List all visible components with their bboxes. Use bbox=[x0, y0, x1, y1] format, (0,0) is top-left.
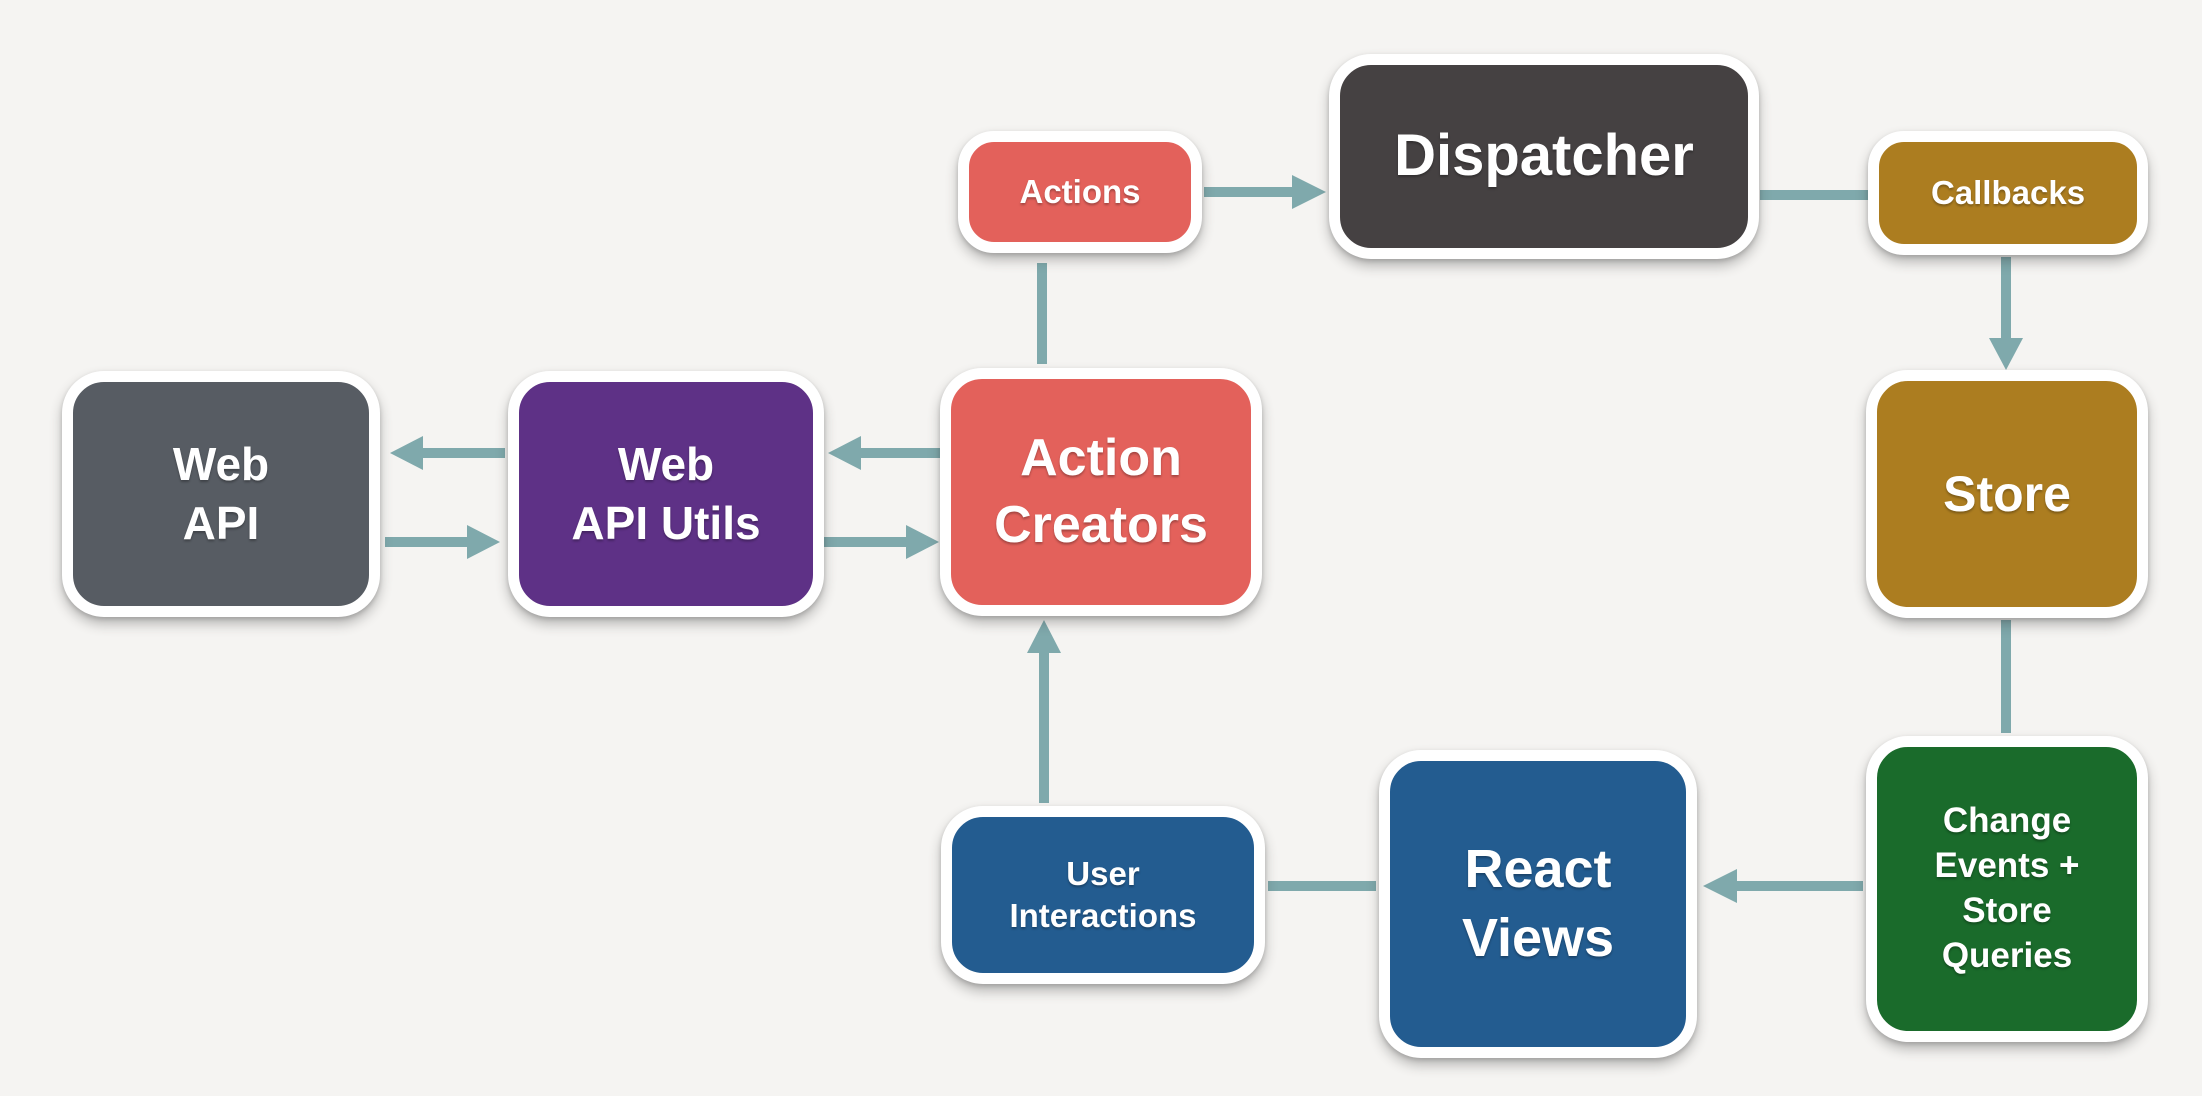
web-api-utils-label: Web API Utils bbox=[571, 438, 761, 549]
arrowhead-down-icon bbox=[1989, 338, 2023, 370]
connector-web-api-utils-to-action-creators bbox=[824, 525, 939, 559]
dispatcher-label: Dispatcher bbox=[1394, 123, 1694, 189]
actions-label: Actions bbox=[1019, 172, 1141, 210]
arrowhead-left-icon bbox=[390, 436, 423, 470]
connector-web-api-utils-to-web-api bbox=[390, 436, 505, 470]
arrowhead-up-icon bbox=[1027, 620, 1061, 653]
arrowhead-left-icon bbox=[828, 436, 861, 470]
node-change-events-store-queries: Change Events + Store Queries bbox=[1866, 736, 2148, 1042]
store-label: Store bbox=[1943, 466, 2071, 522]
node-web-api: Web API bbox=[62, 371, 380, 617]
node-store: Store bbox=[1866, 370, 2148, 618]
arrowhead-right-icon bbox=[1292, 175, 1326, 209]
arrowhead-right-icon bbox=[467, 525, 500, 559]
change-events-store-queries-label: Change Events + Store Queries bbox=[1934, 801, 2080, 975]
node-dispatcher: Dispatcher bbox=[1329, 54, 1759, 259]
node-action-creators: Action Creators bbox=[940, 368, 1262, 616]
connector-callbacks-to-store bbox=[1989, 257, 2023, 370]
web-api-label: Web API bbox=[172, 438, 270, 549]
node-actions: Actions bbox=[958, 131, 1202, 253]
node-user-interactions: User Interactions bbox=[941, 806, 1265, 984]
react-views-label: React Views bbox=[1461, 838, 1615, 968]
connector-change-events-to-react-views bbox=[1703, 869, 1863, 903]
user-interactions-label: User Interactions bbox=[1009, 854, 1197, 934]
connector-web-api-to-web-api-utils bbox=[385, 525, 500, 559]
arrowhead-right-icon bbox=[906, 525, 939, 559]
action-creators-label: Action Creators bbox=[994, 429, 1208, 554]
arrowhead-left-icon bbox=[1703, 869, 1737, 903]
connector-action-creators-to-web-api-utils bbox=[828, 436, 943, 470]
node-react-views: React Views bbox=[1379, 750, 1697, 1058]
callbacks-label: Callbacks bbox=[1930, 173, 2086, 211]
connector-actions-to-dispatcher bbox=[1204, 175, 1326, 209]
node-web-api-utils: Web API Utils bbox=[508, 371, 824, 617]
node-callbacks: Callbacks bbox=[1868, 131, 2148, 255]
connector-user-interactions-to-action-creators bbox=[1027, 620, 1061, 803]
